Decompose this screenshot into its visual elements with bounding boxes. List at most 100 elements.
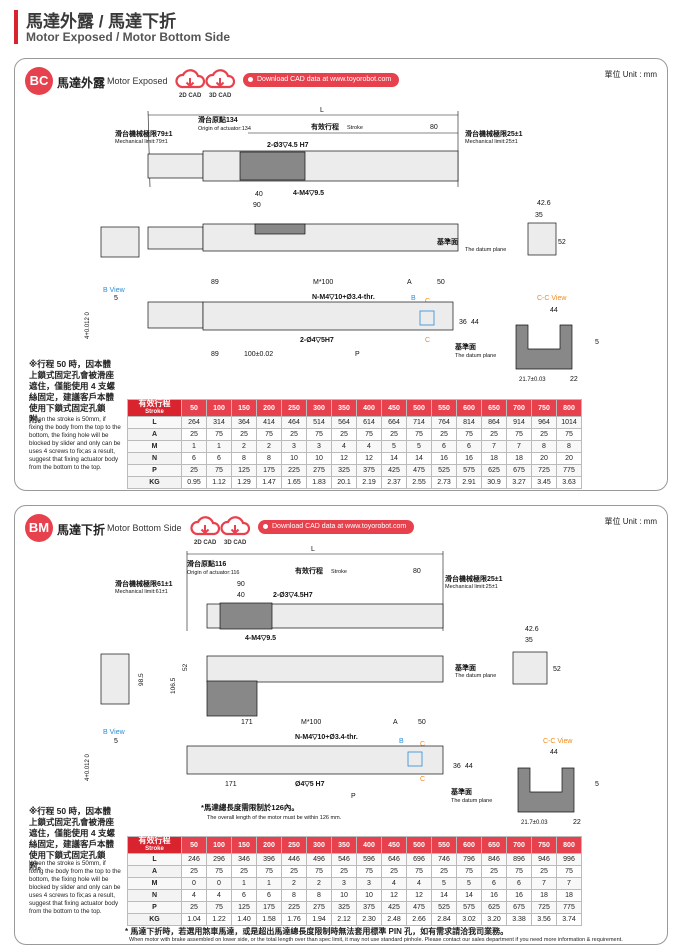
bc-motor-side	[147, 226, 204, 250]
table-cell: 20	[556, 452, 582, 465]
table-cell: 325	[331, 901, 357, 914]
row-label: N	[127, 889, 182, 902]
table-cell: 25	[281, 428, 307, 441]
cad-2d-label: 2D CAD	[194, 540, 217, 546]
bm-slider-top	[219, 602, 273, 630]
table-cell: 75	[306, 428, 332, 441]
table-cell: 775	[556, 901, 582, 914]
bm-body-side	[206, 655, 444, 683]
table-cell: 2.12	[331, 913, 357, 926]
table-cell: 2.30	[356, 913, 382, 926]
table-cell: 18	[556, 889, 582, 902]
bc-holes-top: 2-Ø3▽4.5 H7	[267, 142, 309, 149]
table-cell: 12	[381, 889, 407, 902]
table-cell: 475	[406, 464, 432, 477]
table-cell: 3.38	[506, 913, 532, 926]
bc-end-view	[100, 226, 140, 258]
cloud-download-2d-icon[interactable]	[175, 67, 205, 93]
bc-badge: BC	[25, 67, 53, 95]
bm-datum-cn: 基準面	[454, 663, 476, 672]
table-cell: 8	[306, 889, 332, 902]
bc-note-en: When the stroke is 50mm, if fixing the b…	[29, 416, 121, 471]
stroke-column-header: 550	[431, 836, 457, 854]
stroke-column-header: 300	[306, 399, 332, 417]
table-cell: 25	[381, 428, 407, 441]
bc-dim-4: 4+0.012 0	[85, 311, 91, 339]
stroke-column-header: 450	[381, 836, 407, 854]
table-cell: 575	[456, 901, 482, 914]
table-cell: 564	[331, 416, 357, 429]
table-cell: 4	[181, 889, 207, 902]
row-label: KG	[127, 476, 182, 489]
table-cell: 3.20	[481, 913, 507, 926]
bc-stroke-cn: 有效行程	[311, 122, 339, 131]
table-cell: 2.73	[431, 476, 457, 489]
bm-dim-171-top: 171	[241, 719, 253, 726]
table-cell: 2.48	[381, 913, 407, 926]
table-cell: 2	[281, 877, 307, 890]
table-cell: 75	[406, 428, 432, 441]
table-cell: 475	[406, 901, 432, 914]
download-cad-link[interactable]: Download CAD data at www.toyorobot.com	[258, 520, 415, 534]
table-cell: 1.58	[256, 913, 282, 926]
bc-dim-5: 5	[114, 295, 118, 302]
stroke-column-header: 600	[456, 836, 482, 854]
bc-mech-right-cn: 滑台機械極限25±1	[465, 129, 523, 138]
table-cell: 25	[531, 428, 557, 441]
table-cell: 2.66	[406, 913, 432, 926]
table-cell: 75	[206, 428, 232, 441]
table-cell: 75	[206, 865, 232, 878]
bc-ccview-label: C-C View	[537, 295, 567, 302]
stroke-column-header: 350	[331, 836, 357, 854]
table-cell: 1.12	[206, 476, 232, 489]
table-cell: 525	[431, 901, 457, 914]
stroke-column-header: 150	[231, 836, 257, 854]
row-label: KG	[127, 913, 182, 926]
cloud-download-3d-icon[interactable]	[205, 67, 235, 93]
table-cell: 14	[456, 889, 482, 902]
bc-bview-label: B View	[103, 287, 126, 294]
table-cell: 125	[231, 464, 257, 477]
stroke-column-header: 800	[556, 836, 582, 854]
bm-cc-dim-22: 22	[573, 819, 581, 826]
table-cell: 16	[506, 889, 532, 902]
table-cell: 2.37	[381, 476, 407, 489]
table-cell: 864	[481, 416, 507, 429]
table-cell: 12	[406, 889, 432, 902]
bc-b-view-box	[419, 310, 435, 326]
download-cad-link[interactable]: Download CAD data at www.toyorobot.com	[243, 73, 400, 87]
bm-m100: M*100	[301, 719, 321, 726]
stroke-column-header: 100	[206, 399, 232, 417]
table-cell: 346	[231, 853, 257, 866]
table-cell: 6	[181, 452, 207, 465]
bm-dim-35: 35	[525, 637, 533, 644]
table-cell: 846	[481, 853, 507, 866]
table-cell: 6	[256, 889, 282, 902]
bm-body-bottom	[186, 745, 444, 775]
bc-2holes-bottom: 2-Ø4▽5H7	[300, 337, 334, 344]
bm-origin-cn: 滑台原點116	[187, 559, 226, 568]
row-label: M	[127, 877, 182, 890]
table-cell: 25	[431, 865, 457, 878]
stroke-column-header: 150	[231, 399, 257, 417]
table-cell: 4	[206, 889, 232, 902]
bc-m100: M*100	[313, 279, 333, 286]
table-cell: 75	[256, 428, 282, 441]
table-cell: 725	[531, 464, 557, 477]
stroke-column-header: 700	[506, 836, 532, 854]
cloud-download-2d-icon[interactable]	[190, 514, 220, 540]
table-cell: 675	[506, 464, 532, 477]
bm-right-end-view	[512, 651, 548, 685]
table-cell: 546	[331, 853, 357, 866]
stroke-column-header: 300	[306, 836, 332, 854]
table-cell: 25	[231, 428, 257, 441]
cloud-download-3d-icon[interactable]	[220, 514, 250, 540]
unit-label: 單位 Unit : mm	[604, 517, 657, 526]
bm-bview-label: B View	[103, 729, 126, 736]
